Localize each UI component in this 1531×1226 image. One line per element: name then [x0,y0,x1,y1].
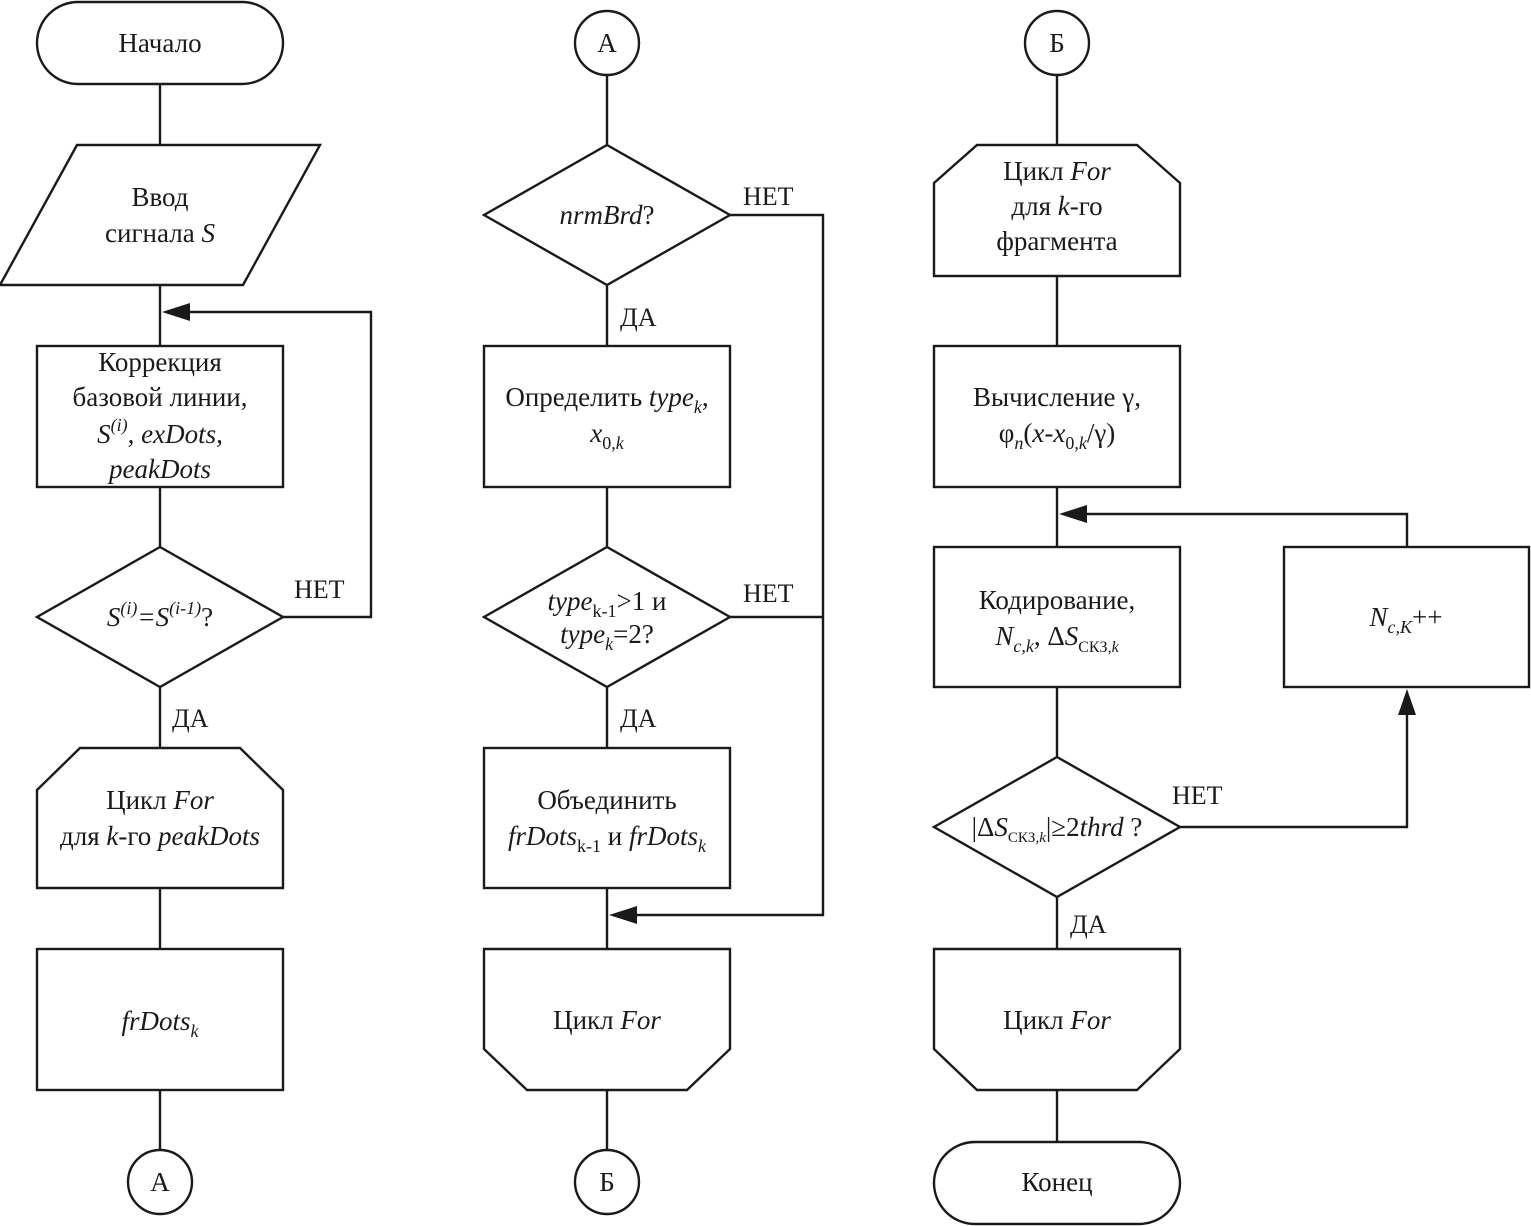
loop-fragment-line-3: фрагмента [996,226,1117,256]
loop-start-line-2: для k-го peakDots [60,821,260,851]
correction-line-1: Коррекция [98,347,222,377]
connector-a-out [126,1148,194,1216]
loopback-line [188,310,373,619]
connector-a-out-label: А [150,1167,170,1197]
loop-end-1-label: Цикл For [553,1005,661,1035]
nrmbrd-condition: nrmBrd? [560,200,655,230]
increment-block [1282,545,1531,689]
merge-block [482,746,732,890]
loop-fragment-line-1: Цикл For [1003,156,1111,186]
threshold-condition: |ΔSСКЗ,k|≥2thrd ? [972,812,1143,846]
connector-a-in [573,9,641,77]
connector-b-out [573,1148,641,1216]
input-label-1: Ввод [131,182,188,212]
arrowhead [1059,505,1087,523]
loop-start-fragment [932,143,1182,278]
connector-b-out-label: Б [599,1167,615,1197]
connector-a-in-label: А [597,28,617,58]
calc-line-2: φn(x-x0,k/γ) [999,418,1116,453]
loop-end-1 [482,947,732,1092]
frdots-block [35,947,285,1092]
loop-end-2-label: Цикл For [1003,1005,1111,1035]
correction-line-3: S(i), exDots, [97,415,223,449]
column-1: Начало Ввод сигнала S Коррекция базовой … [0,0,373,1216]
arrowhead [609,906,637,924]
convergence-decision [34,545,286,689]
increment-path [1180,713,1409,829]
start-terminal [35,0,285,86]
loop-fragment-line-2: для k-го [1011,191,1102,221]
gamma-calculation-block [932,344,1182,489]
loop-end-2 [932,947,1182,1092]
no-label: НЕТ [743,182,794,211]
correction-line-4: peakDots [107,454,211,484]
yes-label: ДА [172,704,209,733]
end-label: Конец [1021,1167,1092,1197]
encoding-block [932,545,1182,689]
connector-b-in-label: Б [1049,28,1065,58]
no-label: НЕТ [1172,781,1223,810]
convergence-condition: S(i)=S(i-1)? [107,598,213,632]
input-signal-block [0,143,323,287]
loop-start-line-1: Цикл For [106,785,214,815]
arrowhead [162,303,190,321]
no-label: НЕТ [294,575,345,604]
column-3: Б Цикл For для k-го фрагмента Вычисление… [931,9,1531,1226]
encode-line-2: Nc,k, ΔSСКЗ,k [994,621,1119,656]
type-decision [481,545,733,689]
bypass-line [636,213,825,917]
yes-label: ДА [1070,910,1107,939]
yes-label: ДА [620,303,657,332]
merge-line-2: frDotsk-1 и frDotsk [508,821,707,856]
frdots-label: frDotsk [121,1006,199,1041]
end-terminal [932,1140,1182,1226]
encode-line-1: Кодирование, [979,585,1136,615]
correction-line-2: базовой линии, [72,382,247,412]
type-condition-line-2: typek=2? [560,619,654,654]
calc-line-1: Вычисление γ, [973,382,1141,412]
no-label: НЕТ [743,579,794,608]
input-label-2: сигнала S [105,218,215,248]
column-2: А nrmBrd? НЕТ ДА Определить typek, x0,k … [481,9,825,1216]
define-type-line-2: x0,k [589,418,624,453]
yes-label: ДА [620,704,657,733]
increment-label: Nc,K++ [1369,602,1443,637]
arrowhead [1398,689,1416,715]
threshold-decision [931,755,1183,899]
connector-b-in [1023,9,1091,77]
define-type-line-1: Определить typek, [505,382,708,417]
type-condition-line-1: typek-1>1 и [548,586,667,621]
loop-start-peakdots [35,746,285,890]
merge-line-1: Объединить [537,785,676,815]
start-label: Начало [118,28,201,58]
loopback-line [1085,512,1409,547]
nrmbrd-decision [481,143,733,287]
define-type-block [482,344,732,489]
baseline-correction-block [35,344,285,489]
